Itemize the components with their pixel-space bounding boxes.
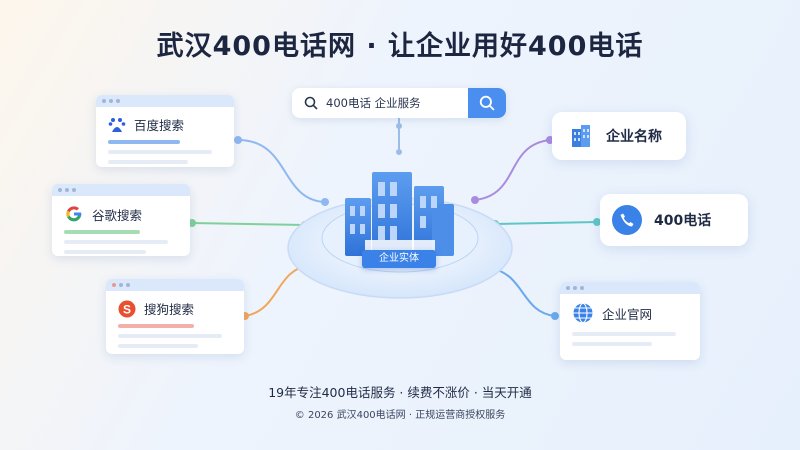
link-google [191,222,306,226]
card-label: 搜狗搜索 [144,302,195,317]
card-label: 谷歌搜索 [92,207,143,223]
sogou-icon: S [118,300,136,317]
tagline: 19年专注400电话服务 · 续费不涨价 · 当天开通 [268,385,532,400]
card-label: 400电话 [654,213,712,229]
google-icon [66,206,82,222]
baidu-icon [108,117,126,132]
card-baidu-search: 百度搜索 [96,95,234,167]
link-company-name [474,139,551,201]
card-label: 企业名称 [606,129,662,145]
card-company-name: 企业名称 [552,112,686,160]
copyright: © 2026 武汉400电话网 · 正规运营商授权服务 [294,410,506,421]
search-bar: 400电话 企业服务 [292,88,506,118]
card-400-phone: 400电话 [600,194,748,246]
search-button[interactable] [468,88,506,118]
card-label: 百度搜索 [134,118,185,133]
search-icon [479,95,495,111]
card-sogou-search: S 搜狗搜索 [106,279,244,354]
card-company-website: 企业官网 [560,282,700,360]
card-label: 企业官网 [602,306,653,322]
link-website [487,267,556,317]
link-sogou [244,264,311,317]
search-query[interactable]: 400电话 企业服务 [326,96,421,110]
center-entity-label: 企业实体 [362,250,436,268]
link-baidu [237,139,326,203]
building-icon [572,125,590,147]
card-google-search: 谷歌搜索 [52,184,190,256]
link-400-phone [494,221,598,225]
search-icon [304,96,318,110]
page-title: 武汉400电话网 · 让企业用好400电话 [156,31,644,62]
phone-icon [612,205,642,235]
building-cluster-icon [345,172,454,256]
svg-text:S: S [123,302,131,316]
globe-icon [573,302,593,324]
